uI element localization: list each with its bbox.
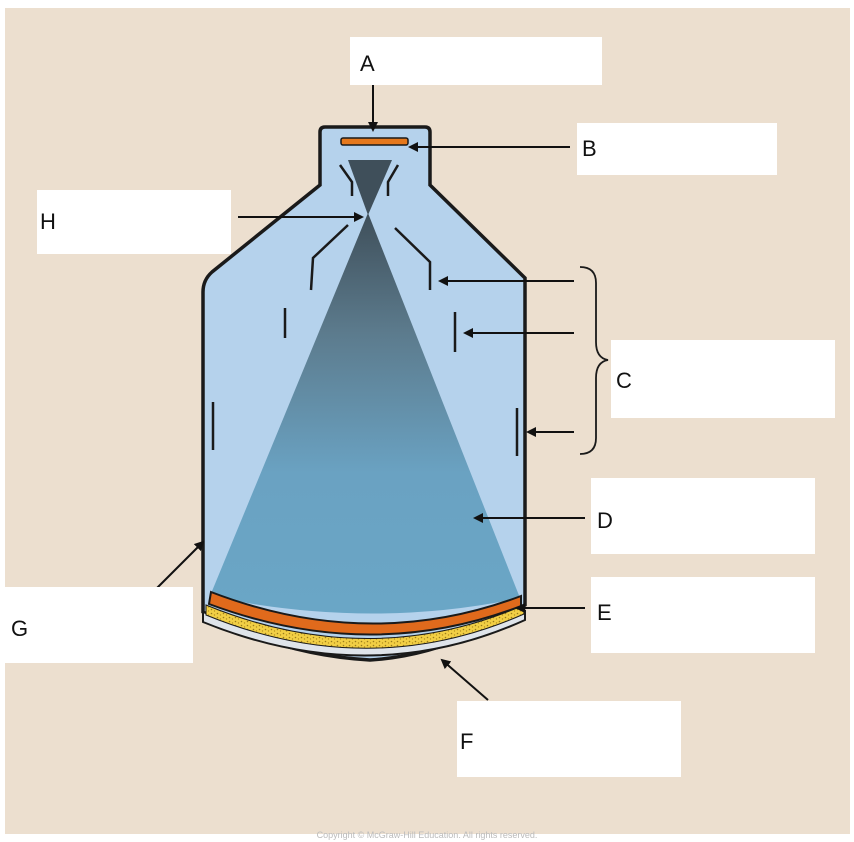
answer-box-a[interactable]	[350, 37, 602, 85]
label-g: G	[11, 616, 29, 641]
screen-crystal-layer	[205, 604, 525, 649]
label-a: A	[360, 51, 375, 76]
electrode-upper-right	[394, 227, 432, 290]
electrode-upper-left	[309, 224, 349, 291]
label-c: C	[616, 368, 632, 393]
copyright-notice: Copyright © McGraw-Hill Education. All r…	[316, 830, 538, 840]
arrow-g	[156, 540, 205, 589]
bracket-c	[579, 266, 609, 455]
beam-neck	[348, 160, 392, 215]
answer-box-g[interactable]	[5, 587, 193, 663]
focus-electrode-left	[338, 164, 354, 196]
answer-box-h[interactable]	[37, 190, 231, 254]
answer-box-e[interactable]	[591, 577, 815, 653]
label-h: H	[40, 209, 56, 234]
label-f: F	[460, 729, 474, 754]
answer-box-b[interactable]	[577, 123, 777, 175]
answer-box-d[interactable]	[591, 478, 815, 554]
focus-electrode-right	[386, 164, 400, 196]
label-d: D	[597, 508, 613, 533]
cathode-filament	[340, 137, 409, 146]
label-e: E	[597, 600, 612, 625]
answer-box-c[interactable]	[611, 340, 835, 418]
electron-beam	[210, 213, 520, 614]
arrow-f	[440, 658, 489, 701]
label-b: B	[582, 136, 597, 161]
answer-box-f[interactable]	[457, 701, 681, 777]
